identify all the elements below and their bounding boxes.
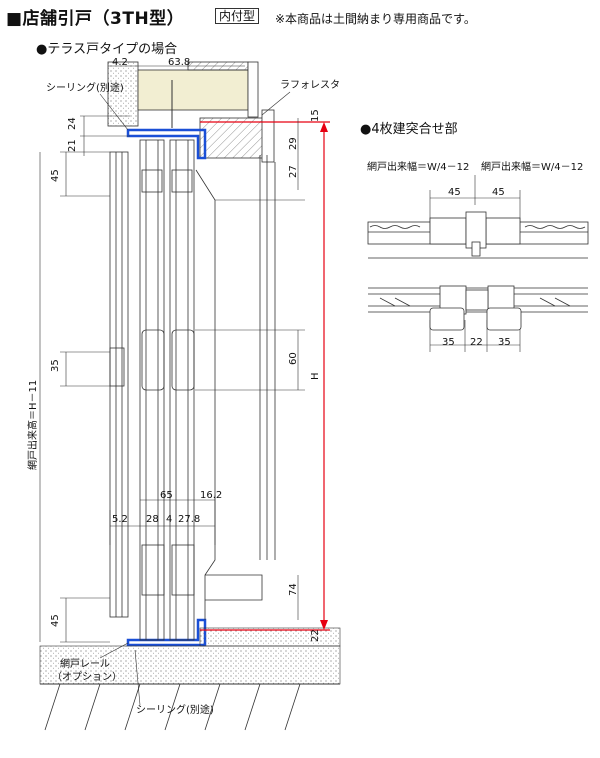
dim-35-mid: 35 [50,359,61,372]
label-sealing-bottom: シーリング(別途) [136,703,214,716]
dim-15: 15 [310,109,321,122]
page-title: ■店舗引戸（3TH型） [6,9,185,29]
dim-4: 4 [166,514,172,525]
dim-22-r: 22 [470,337,483,348]
dim-74: 74 [288,583,299,596]
section-heading-terrace: ●テラス戸タイプの場合 [36,42,178,57]
dim-45-r2: 45 [492,187,505,198]
section-heading-four-panel: ●4枚建突合せ部 [360,122,458,137]
floor [39,627,341,731]
dim-65: 65 [160,490,173,501]
bottom-frame [126,618,207,647]
height-dimension [200,121,330,631]
dim-45-bottom: 45 [50,614,61,627]
dim-lines-left [39,65,305,643]
dim-21: 21 [67,139,78,152]
label-screen-width-left: 網戸出来幅＝W/4－12 [367,160,469,173]
label-laforesta: ラフォレスタ [280,79,340,91]
dim-63-8: 63.8 [168,57,190,68]
door-stiles [109,139,263,641]
product-note: ※本商品は土間納まり専用商品です。 [275,12,476,26]
mount-type-badge: 内付型 [215,8,260,24]
dim-27: 27 [288,165,299,178]
dim-lines-right [429,175,521,352]
label-screen-rail: 網戸レール [60,657,110,670]
label-screen-width-right: 網戸出来幅＝W/4－12 [481,160,583,173]
dim-28: 28 [146,514,159,525]
dim-35-r1: 35 [442,337,455,348]
dim-5-2: 5.2 [112,514,128,525]
label-sealing-top: シーリング(別途) [46,81,124,94]
label-h: H [310,372,321,380]
dim-60: 60 [288,352,299,365]
dim-45-r1: 45 [448,187,461,198]
top-wall [107,61,259,128]
dim-24: 24 [67,117,78,130]
label-screen-height: 網戸出来高＝H－11 [26,380,39,470]
dim-27-8: 27.8 [178,514,200,525]
laforesta-casing [199,109,276,560]
dim-29: 29 [288,137,299,150]
dim-35-r2: 35 [498,337,511,348]
dim-45-top: 45 [50,169,61,182]
top-frame [126,128,207,160]
dim-4-2: 4.2 [112,57,128,68]
upper-rail-detail [367,211,589,259]
label-screen-rail-option: （オプション） [52,671,122,683]
lower-rail-detail [368,285,588,331]
dim-22-bottom: 22 [310,629,321,642]
dim-16-2: 16.2 [200,490,222,501]
